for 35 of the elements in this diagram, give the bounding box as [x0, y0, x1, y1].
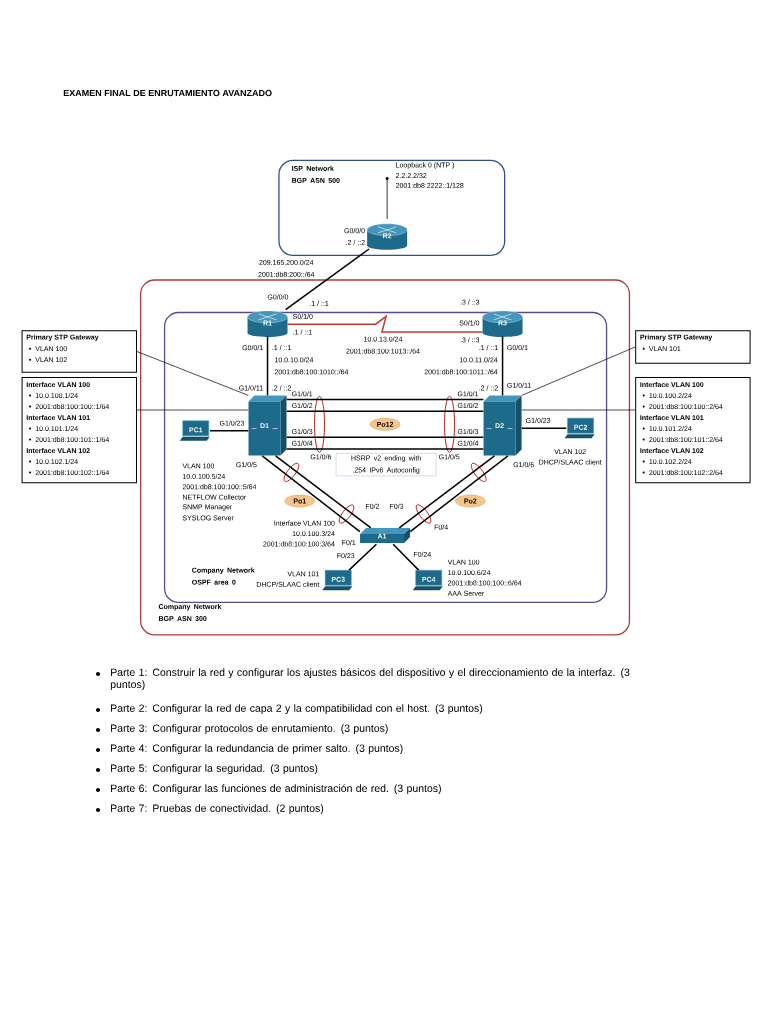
list-item: Parte 5: Configurar la seguridad. (3 puntos)	[96, 764, 318, 774]
leader-line	[136, 409, 249, 411]
link	[209, 430, 250, 432]
list-item: Parte 2: Configurar la red de capa 2 y la compatibilidad con el host. (3 puntos)	[96, 704, 483, 714]
link	[274, 455, 372, 529]
link	[348, 543, 378, 571]
list-item: Parte 7: Pruebas de conectividad. (2 puntos)	[96, 804, 324, 814]
title: EXAMEN FINAL DE ENRUTAMIENTO AVANZADO	[63, 89, 272, 97]
link	[261, 455, 361, 533]
link	[285, 410, 485, 413]
info-box	[21, 377, 137, 484]
link	[392, 543, 420, 571]
list-item: Parte 4: Configurar la redundancia de primer salto. (3 puntos)	[96, 744, 403, 754]
link	[285, 398, 485, 401]
link	[409, 455, 509, 533]
link	[501, 335, 504, 397]
network-area	[278, 159, 506, 256]
link	[266, 335, 269, 397]
info-box	[635, 377, 751, 484]
network-area	[163, 311, 608, 604]
info-box	[635, 330, 751, 364]
link	[285, 448, 485, 450]
leader-line	[521, 346, 636, 396]
info-box	[21, 330, 137, 373]
leader-line	[521, 409, 636, 411]
list-item: Parte 3: Configurar protocolos de enrutamiento. (3 puntos)	[96, 724, 388, 734]
serial-link	[286, 314, 484, 333]
network-area	[140, 279, 631, 636]
link	[521, 427, 568, 429]
link	[284, 248, 370, 311]
leader-line	[136, 351, 249, 396]
list-item: Parte 6: Configurar las funciones de administración de red. (3 puntos)	[96, 784, 441, 795]
link	[285, 436, 485, 439]
list-item: Parte 1: Construir la red y configurar los ajustes básicos del dispositivo y el direccionamiento de la interfaz. (3 puntos)	[96, 668, 630, 691]
link	[398, 455, 496, 529]
